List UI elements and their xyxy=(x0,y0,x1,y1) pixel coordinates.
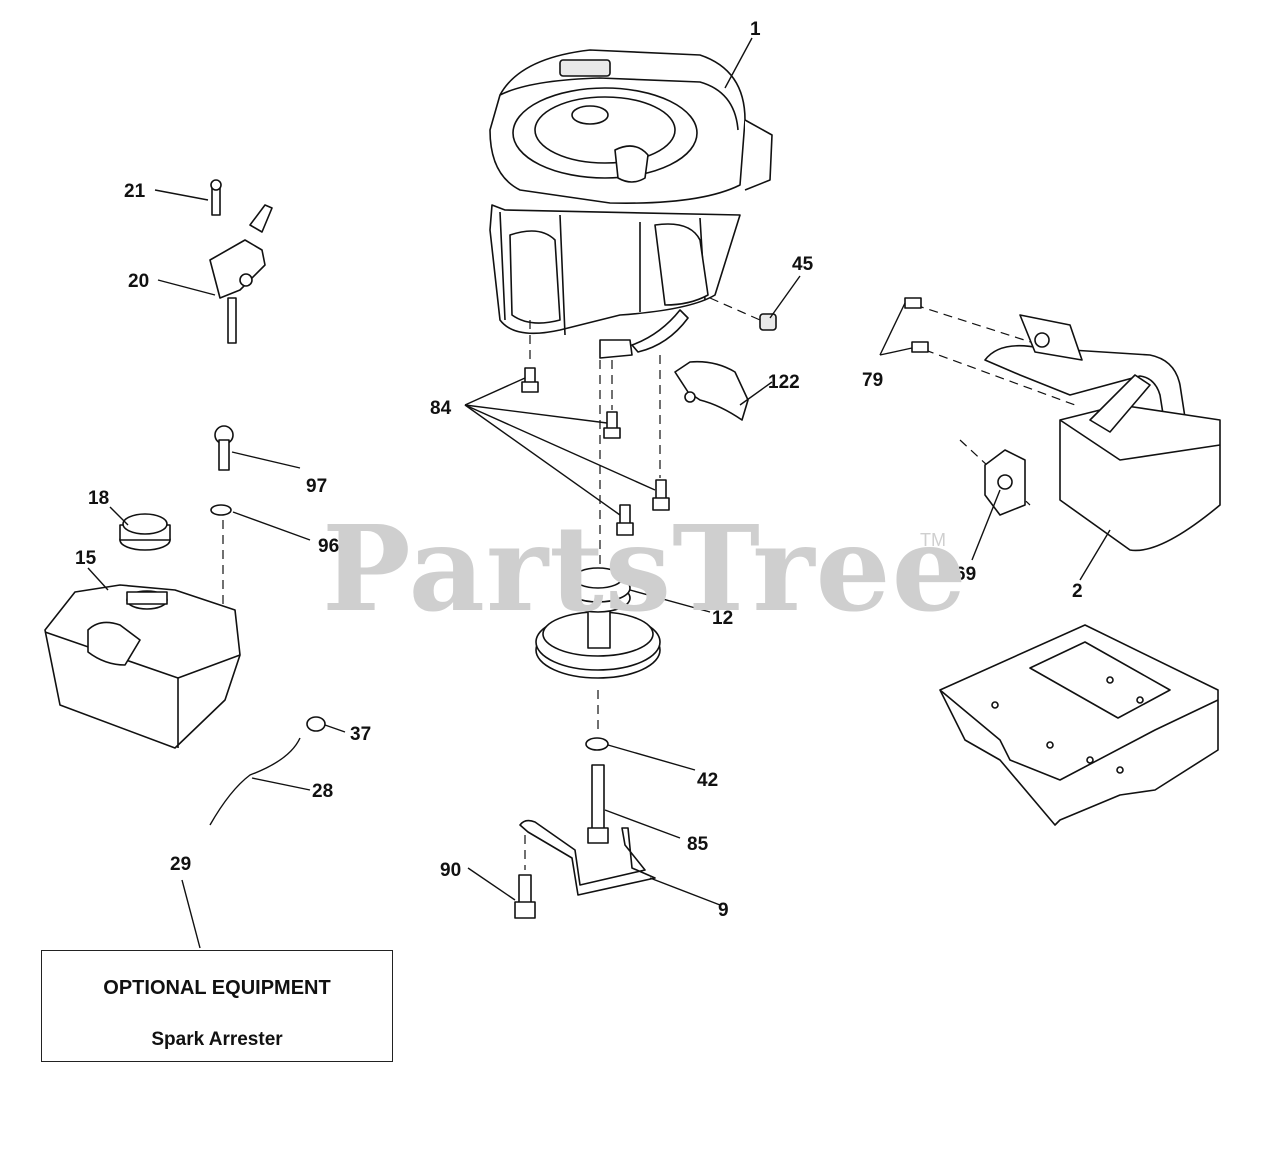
callout-18: 18 xyxy=(88,488,109,509)
callout-79: 79 xyxy=(862,370,883,391)
callout-90: 90 xyxy=(440,860,461,881)
callout-1: 1 xyxy=(750,19,761,40)
callout-97: 97 xyxy=(306,476,327,497)
callout-2: 2 xyxy=(1072,581,1083,602)
part-42-85-9-90 xyxy=(514,690,656,919)
callout-45: 45 xyxy=(792,254,814,275)
part-84-bolts xyxy=(521,320,670,570)
part-18-gas-cap xyxy=(119,513,171,551)
part-20-21-control xyxy=(209,179,273,344)
part-2-muffler xyxy=(904,297,1221,552)
optional-equipment-box: OPTIONAL EQUIPMENT Spark Arrester xyxy=(41,950,393,1062)
callout-28: 28 xyxy=(312,781,333,802)
callout-69: 69 xyxy=(955,564,976,585)
callout-9: 9 xyxy=(718,900,729,921)
engine-mount-plate xyxy=(939,624,1219,826)
part-45-nut xyxy=(709,297,777,331)
part-97-96 xyxy=(210,425,234,620)
optional-equipment-title: OPTIONAL EQUIPMENT xyxy=(103,977,331,999)
watermark: PartsTree xyxy=(322,499,968,638)
callout-12: 12 xyxy=(712,608,733,629)
callout-labels: 1 21 20 45 122 79 84 97 18 96 15 69 2 12… xyxy=(75,19,1083,921)
callout-42: 42 xyxy=(697,770,718,791)
part-122-shield xyxy=(674,360,749,421)
part-28-37-fuel-line xyxy=(209,716,326,826)
callout-37: 37 xyxy=(350,724,371,745)
engine xyxy=(489,49,773,359)
callout-29: 29 xyxy=(170,854,191,875)
callout-15: 15 xyxy=(75,548,97,569)
callout-85: 85 xyxy=(687,834,709,855)
callout-20: 20 xyxy=(128,271,149,292)
callout-122: 122 xyxy=(768,372,800,393)
callout-84: 84 xyxy=(430,398,452,419)
part-15-fuel-tank xyxy=(44,584,241,749)
leader-lines xyxy=(87,37,1111,949)
part-12-pulley xyxy=(535,567,661,679)
optional-equipment-subtitle: Spark Arrester xyxy=(151,1029,283,1050)
callout-96: 96 xyxy=(318,536,339,557)
watermark-trademark: TM xyxy=(920,530,946,550)
callout-21: 21 xyxy=(124,181,146,202)
